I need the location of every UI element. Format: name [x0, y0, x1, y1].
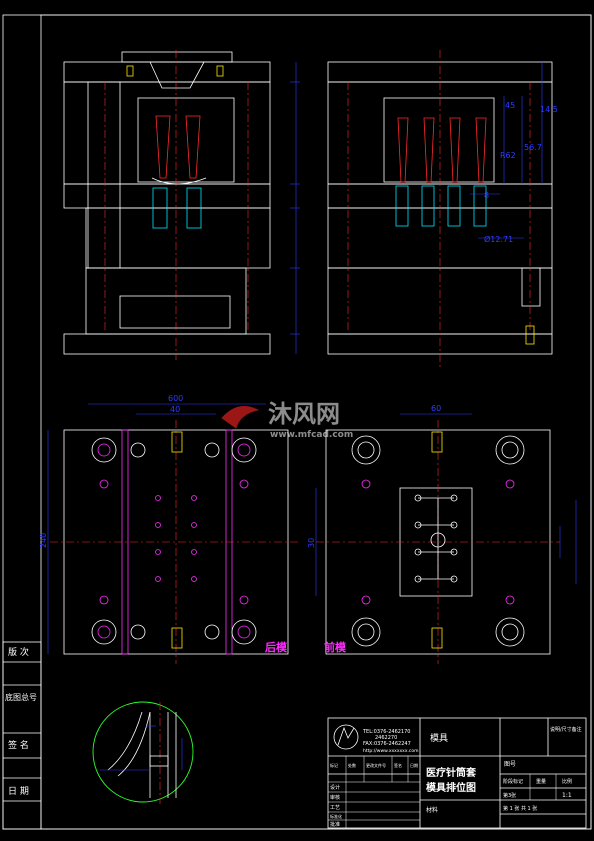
- title-block: TEL:0376-2462170 2462270 FAX:0376-246224…: [327, 717, 587, 829]
- view-label-front-mold: 前模: [324, 640, 347, 654]
- rev-row-label-4: 签名: [394, 762, 402, 768]
- dim-8: 8: [484, 191, 489, 200]
- section-view-left: [63, 50, 300, 360]
- section-view-right: 45 14.5 R62 56.7 8 Ø12.71: [327, 50, 558, 370]
- stage-label: 阶段标记: [503, 778, 523, 785]
- detail-view-circle: [92, 701, 194, 804]
- dim-600: 600: [168, 394, 183, 403]
- top-right-note: 说明/尺寸备注: [550, 726, 582, 733]
- drawing-name-line-2: 模具排位图: [426, 781, 476, 794]
- sign-row-process: 工艺: [330, 805, 340, 811]
- side-label-version: 版 次: [8, 646, 29, 658]
- company-url: http://www.xxxxxxx.com: [363, 748, 419, 754]
- watermark-url: www.mfcad.com: [270, 430, 353, 440]
- rev-row-label-1: 标记: [330, 762, 338, 768]
- dim-r62: R62: [500, 151, 516, 160]
- dim-40: 40: [170, 405, 180, 414]
- dim-240: 240: [39, 533, 48, 548]
- weight-label: 重量: [536, 778, 546, 785]
- scale-value: 1:1: [562, 792, 572, 799]
- side-label-base-number: 底图总号: [5, 692, 37, 702]
- watermark-brand: 沐风网: [268, 400, 340, 428]
- dim-30: 30: [307, 538, 316, 548]
- side-label-column: 版 次 底图总号 签 名 日 期: [2, 641, 42, 830]
- inner-frame: [40, 14, 592, 830]
- scale-label: 比例: [562, 778, 572, 785]
- designer-field: 模具: [430, 733, 448, 744]
- company-logo: [333, 724, 359, 750]
- company-fax: FAX:0376-2462247: [363, 741, 411, 747]
- view-label-back-mold: 后模: [265, 640, 288, 654]
- plan-view-front-mold: 60 30 前模: [307, 404, 577, 664]
- dim-14-5: 14.5: [540, 105, 558, 114]
- watermark: 沐风网 www.mfcad.com: [221, 400, 353, 440]
- side-label-date: 日 期: [8, 786, 29, 797]
- sign-row-approve: 批准: [330, 821, 340, 828]
- sign-row-standard: 标准化: [330, 813, 342, 819]
- dim-dia-12-71: Ø12.71: [484, 234, 513, 244]
- rev-row-label-3: 更改文件号: [366, 762, 386, 768]
- count-text: 第3张: [503, 792, 516, 799]
- side-label-signature: 签 名: [8, 739, 29, 751]
- drawing-no-label: 图号: [504, 761, 516, 768]
- sheet-text: 第 1 张 共 1 张: [503, 805, 537, 812]
- company-tel-2: 2462270: [375, 735, 397, 741]
- dim-60: 60: [431, 404, 441, 413]
- rev-row-label-2: 处数: [348, 762, 356, 768]
- material-label: 材料: [426, 806, 438, 814]
- plan-view-back-mold: 600 40 240 后模: [39, 394, 300, 664]
- dim-45: 45: [505, 101, 515, 110]
- sign-row-design: 设计: [330, 784, 340, 791]
- dim-56-7: 56.7: [524, 143, 542, 152]
- company-tel: TEL:0376-2462170: [362, 729, 410, 735]
- rev-row-label-5: 日期: [410, 762, 418, 768]
- sign-row-review: 审核: [330, 794, 340, 801]
- drawing-name-line-1: 医疗针筒套: [426, 766, 477, 779]
